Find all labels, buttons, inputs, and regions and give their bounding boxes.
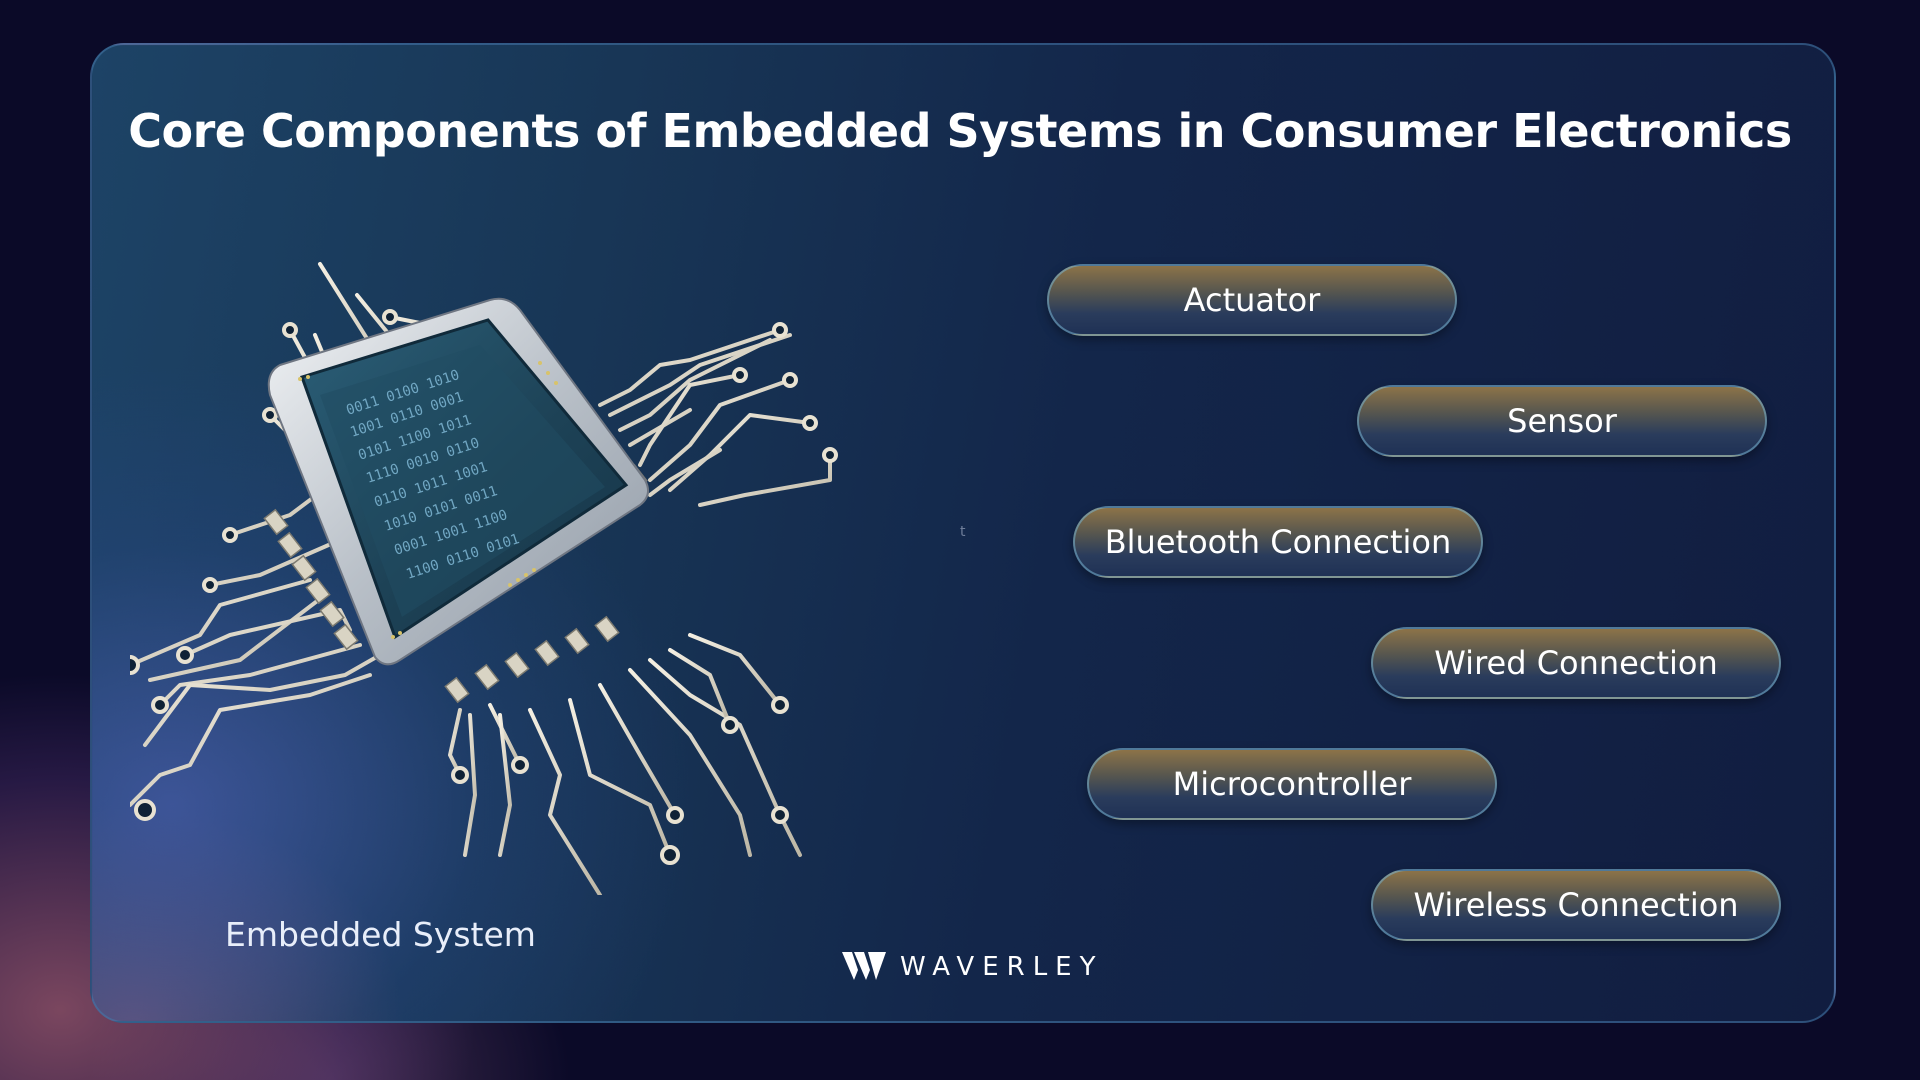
component-pill-microcontroller[interactable]: Microcontroller bbox=[1087, 748, 1497, 820]
component-pill-actuator[interactable]: Actuator bbox=[1047, 264, 1457, 336]
component-pill-sensor[interactable]: Sensor bbox=[1357, 385, 1767, 457]
brand-name: WAVERLEY bbox=[900, 952, 1104, 982]
component-label: Wired Connection bbox=[1434, 644, 1718, 682]
component-label: Microcontroller bbox=[1172, 765, 1412, 803]
component-label: Wireless Connection bbox=[1413, 886, 1739, 924]
slide-title: Core Components of Embedded Systems in C… bbox=[128, 104, 1792, 158]
microchip-circuit-icon: 0011 0100 1010 1001 0110 0001 0101 1100 … bbox=[130, 262, 838, 895]
component-label: Sensor bbox=[1507, 402, 1617, 440]
brand-logo: WAVERLEY bbox=[842, 952, 1103, 982]
component-pill-bluetooth-connection[interactable]: Bluetooth Connection bbox=[1073, 506, 1483, 578]
embedded-system-caption: Embedded System bbox=[225, 915, 536, 954]
stray-mark: t bbox=[960, 524, 966, 540]
component-pill-wired-connection[interactable]: Wired Connection bbox=[1371, 627, 1781, 699]
component-label: Bluetooth Connection bbox=[1104, 523, 1452, 561]
component-pill-wireless-connection[interactable]: Wireless Connection bbox=[1371, 869, 1781, 941]
component-label: Actuator bbox=[1183, 281, 1321, 319]
trace-pads bbox=[130, 309, 838, 865]
waverley-w-icon bbox=[842, 952, 886, 980]
